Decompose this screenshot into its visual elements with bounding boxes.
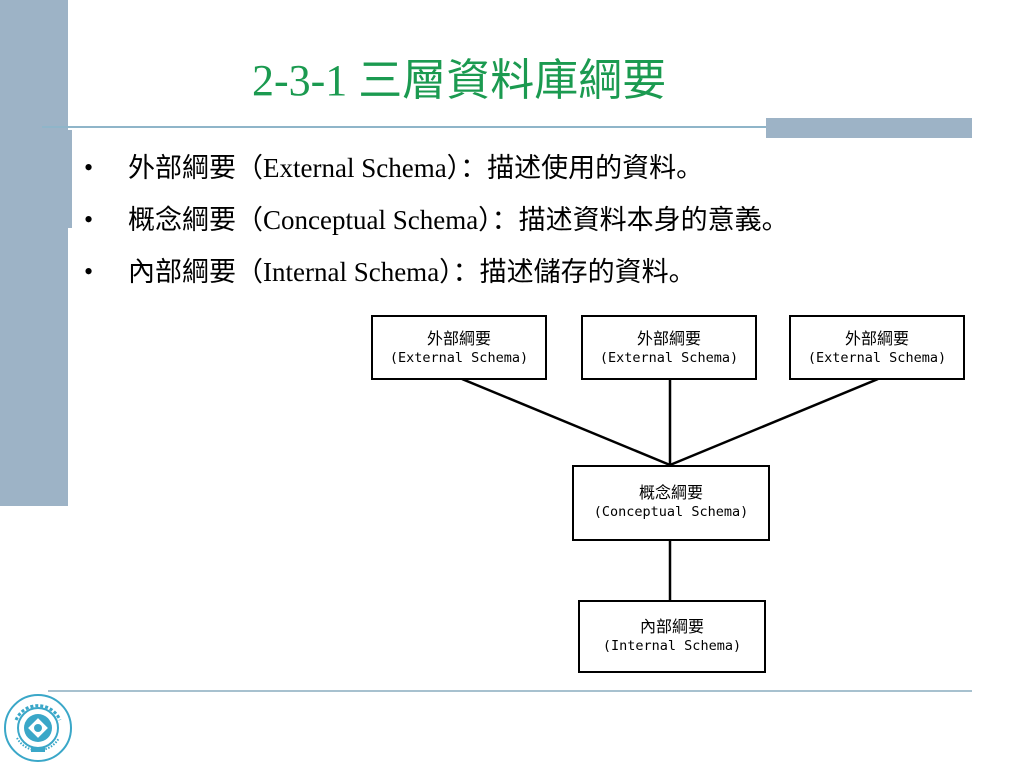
footer-divider	[48, 690, 972, 692]
internal-schema-box: 內部綱要 (Internal Schema)	[578, 600, 766, 673]
logo-arc-text-top	[14, 704, 62, 721]
left-decorative-bar	[0, 0, 68, 506]
bullet-list: • 外部綱要（External Schema）：描述使用的資料。 • 概念綱要（…	[84, 148, 789, 304]
bullet-text: 概念綱要（Conceptual Schema）：描述資料本身的意義。	[128, 205, 789, 235]
logo-year-plate	[31, 747, 45, 752]
node-subtitle: (Internal Schema)	[602, 638, 742, 654]
title-accent-bar	[766, 118, 972, 138]
node-title: 概念綱要	[638, 483, 703, 502]
title-divider	[42, 126, 972, 128]
conceptual-schema-box: 概念綱要 (Conceptual Schema)	[572, 465, 770, 541]
connector-external-1	[461, 377, 671, 467]
bullet-text: 外部綱要（External Schema）：描述使用的資料。	[128, 153, 704, 183]
external-schema-box-1: 外部綱要 (External Schema)	[371, 315, 547, 380]
node-title: 外部綱要	[844, 329, 909, 348]
bullet-marker: •	[84, 153, 94, 182]
node-title: 內部綱要	[639, 617, 704, 636]
university-logo	[4, 694, 72, 762]
node-title: 外部綱要	[426, 329, 491, 348]
external-schema-box-3: 外部綱要 (External Schema)	[789, 315, 965, 380]
bullet-text: 內部綱要（Internal Schema）：描述儲存的資料。	[128, 257, 696, 287]
node-subtitle: (Conceptual Schema)	[593, 504, 749, 520]
connector-external-3	[669, 377, 879, 467]
node-subtitle: (External Schema)	[807, 350, 947, 366]
node-title: 外部綱要	[636, 329, 701, 348]
bullet-item-conceptual: • 概念綱要（Conceptual Schema）：描述資料本身的意義。	[84, 200, 789, 252]
logo-center-dot	[34, 724, 42, 732]
slide-title: 2-3-1 三層資料庫綱要	[252, 56, 667, 105]
bullet-marker: •	[84, 257, 94, 286]
bullet-item-external: • 外部綱要（External Schema）：描述使用的資料。	[84, 148, 789, 200]
external-schema-box-2: 外部綱要 (External Schema)	[581, 315, 757, 380]
node-subtitle: (External Schema)	[389, 350, 529, 366]
bullet-marker: •	[84, 205, 94, 234]
node-subtitle: (External Schema)	[599, 350, 739, 366]
bullet-item-internal: • 內部綱要（Internal Schema）：描述儲存的資料。	[84, 252, 789, 304]
left-decorative-bar-thin	[68, 130, 72, 228]
